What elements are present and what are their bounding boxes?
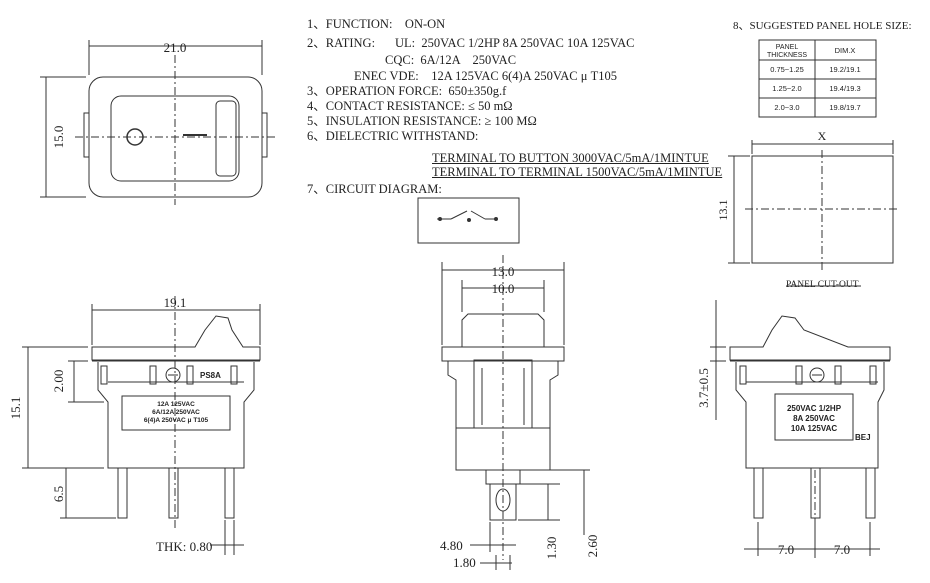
panel-cutout-label: PANEL CUT-OUT	[786, 280, 859, 290]
back-label-line-2: 8A 250VAC	[793, 414, 835, 423]
front-view-upper-height-dim: 2.00	[51, 370, 66, 393]
front-label-line-3: 6(4)A 250VAC μ T105	[144, 417, 209, 424]
panel-hole-title: 8、SUGGESTED PANEL HOLE SIZE:	[733, 20, 912, 32]
table-row-2-dim: 19.4/19.3	[829, 84, 860, 93]
front-view-switch	[22, 296, 261, 555]
table-header-thickness: THICKNESS	[767, 52, 807, 59]
front-view-width-dim: 19.1	[164, 295, 187, 310]
top-view-width-dim: 21.0	[164, 40, 187, 55]
back-label-line-1: 250VAC 1/2HP	[787, 404, 842, 413]
table-header-panel: PANEL	[776, 44, 799, 51]
side-view-hole-width-dim: 1.80	[453, 555, 476, 570]
front-view-thickness-dim: THK: 0.80	[156, 539, 212, 554]
table-row-3-thickness: 2.0~3.0	[774, 103, 799, 112]
back-view-brand: BEJ	[855, 433, 871, 442]
spec-circuit-diagram: 7、CIRCUIT DIAGRAM:	[307, 182, 442, 196]
front-view-brand: PS8A	[200, 371, 221, 380]
panel-cutout	[728, 140, 900, 287]
table-row-3-dim: 19.8/19.7	[829, 103, 860, 112]
spec-enec: ENEC VDE: 12A 125VAC 6(4)A 250VAC μ T105	[354, 69, 617, 83]
side-view-switch	[441, 255, 590, 570]
front-label-line-2: 6A/12A 250VAC	[152, 409, 200, 416]
spec-insulation-resistance: 5、INSULATION RESISTANCE: ≥ 100 MΩ	[307, 114, 537, 128]
top-view-height-dim: 15.0	[51, 126, 66, 149]
side-view-dim-b: 2.60	[585, 535, 600, 558]
table-row-1-thickness: 0.75~1.25	[770, 65, 804, 74]
back-view-pitch-1: 7.0	[778, 542, 794, 557]
table-row-2-thickness: 1.25~2.0	[772, 84, 801, 93]
spec-contact-resistance: 4、CONTACT RESISTANCE: ≤ 50 mΩ	[307, 99, 513, 113]
front-view-pin-length-dim: 6.5	[51, 486, 66, 502]
side-view-pin-width-dim: 4.80	[440, 538, 463, 553]
circuit-diagram	[417, 197, 520, 244]
spec-cqc: CQC: 6A/12A 250VAC	[385, 53, 517, 67]
spec-operation-force: 3、OPERATION FORCE: 650±350g.f	[307, 84, 507, 98]
back-view-switch	[710, 300, 891, 560]
front-label-line-1: 12A 125VAC	[157, 401, 195, 408]
table-header-dim: DIM.X	[835, 46, 856, 55]
back-view-pitch-2: 7.0	[834, 542, 850, 557]
table-row-1-dim: 19.2/19.1	[829, 65, 860, 74]
side-view-dim-a: 1.30	[544, 537, 559, 560]
front-view-total-height-dim: 15.1	[8, 397, 23, 420]
spec-dielectric: 6、DIELECTRIC WITHSTAND:	[307, 129, 479, 143]
spec-dielectric-button: TERMINAL TO BUTTON 3000VAC/5mA/1MINTUE	[432, 151, 709, 165]
spec-dielectric-terminal: TERMINAL TO TERMINAL 1500VAC/5mA/1MINTUE	[432, 165, 723, 179]
spec-rating: 2、RATING:	[307, 36, 376, 50]
back-label-line-3: 10A 125VAC	[791, 424, 837, 433]
panel-x-label: X	[818, 129, 827, 143]
spec-function: 1、FUNCTION: ON-ON	[307, 17, 446, 31]
side-view-inner-width-dim: 10.0	[492, 281, 515, 296]
side-view-outer-width-dim: 13.0	[492, 264, 515, 279]
back-view-height-dim: 3.7±0.5	[696, 368, 711, 408]
top-view-switch	[40, 40, 275, 205]
spec-ul: UL: 250VAC 1/2HP 8A 250VAC 10A 125VAC	[395, 36, 635, 50]
panel-height-dim: 13.1	[716, 200, 730, 221]
panel-hole-table	[758, 39, 877, 118]
